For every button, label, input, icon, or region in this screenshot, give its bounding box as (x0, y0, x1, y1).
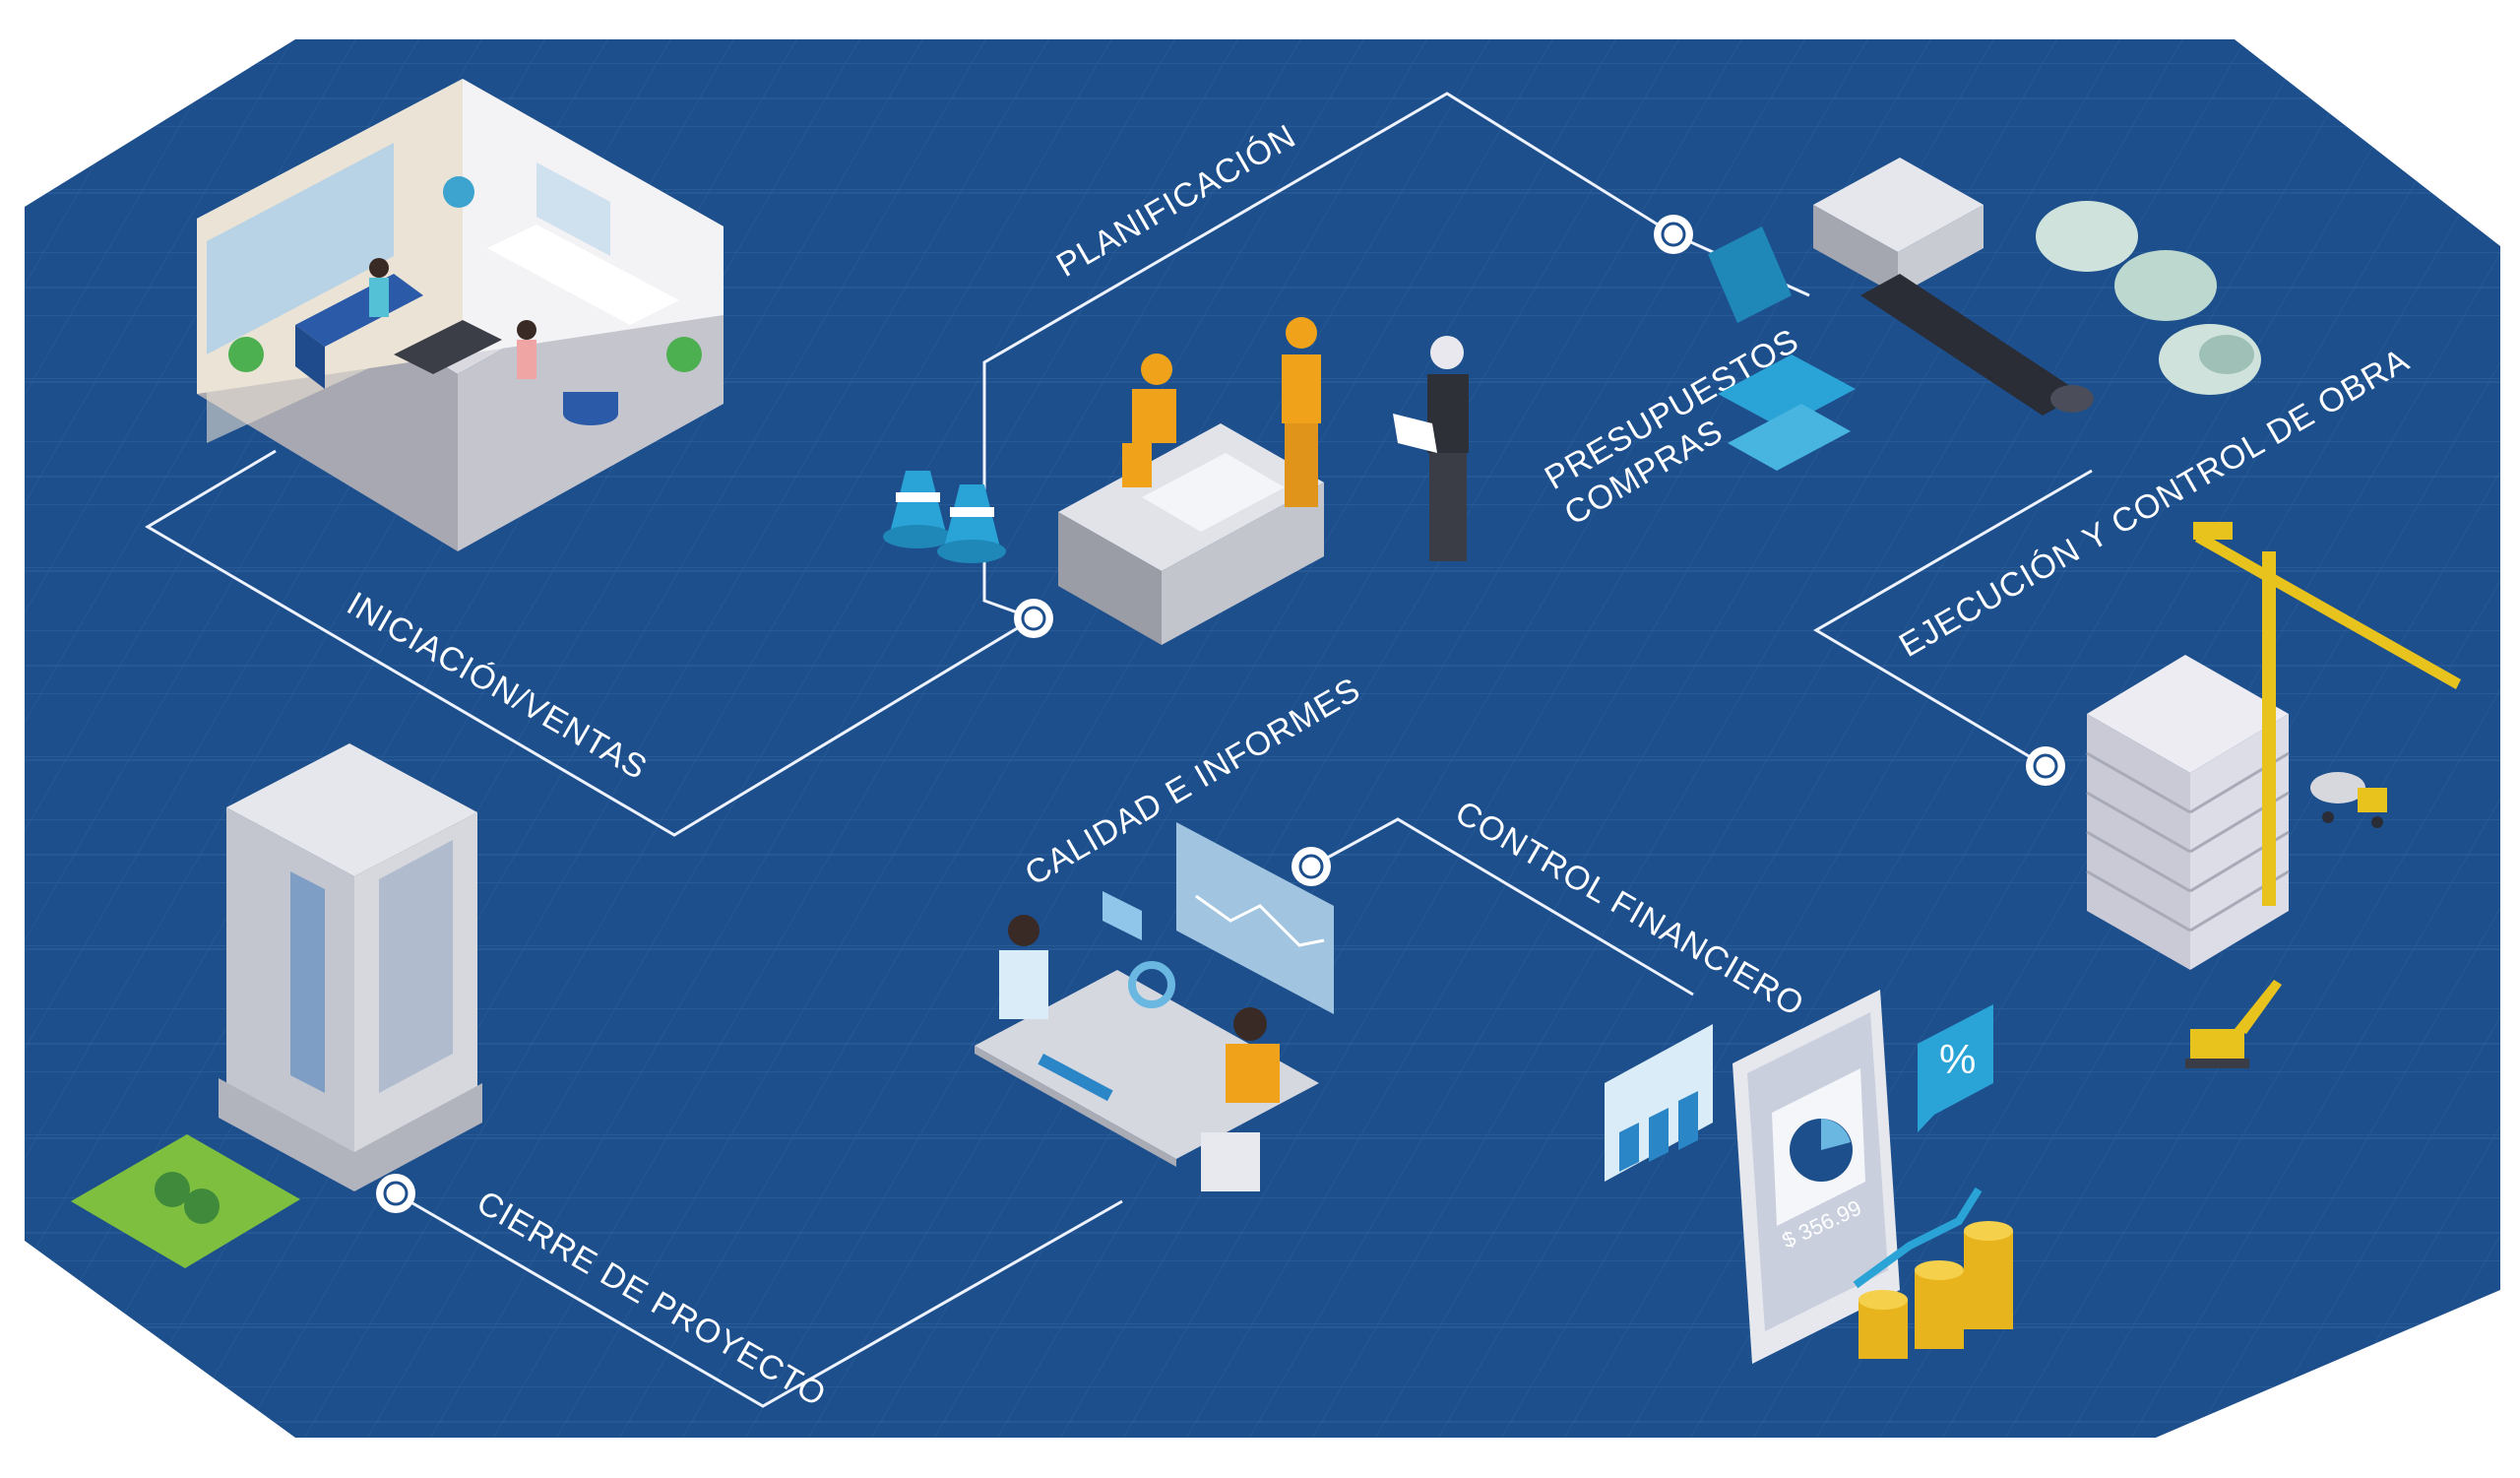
planning-workers-scene-icon (1058, 317, 1469, 645)
construction-materials-icon (1708, 158, 2261, 471)
analytics-dashboard-icon (1102, 822, 1334, 1014)
node-presupuestos (1654, 215, 1693, 254)
flow-lines (145, 92, 2093, 1408)
node-ejecucion (2026, 746, 2065, 786)
bar-chart-board-icon (1605, 1024, 1713, 1182)
percent-badge-text: % (1939, 1036, 1976, 1082)
tower-crane-building-icon (2086, 522, 2461, 970)
smartphone-finance-icon: $ 356.99 (1732, 990, 1900, 1364)
percent-badge-icon: % (1918, 1004, 1993, 1132)
node-cierre (376, 1174, 415, 1213)
traffic-cone-icon (883, 471, 1006, 563)
excavator-icon (2185, 980, 2282, 1068)
node-calidad (1292, 847, 1331, 886)
cement-truck-icon (2310, 772, 2387, 828)
office-lobby-scene-icon (197, 79, 724, 551)
meeting-table-scene-icon (975, 915, 1319, 1191)
finished-building-icon (71, 743, 482, 1268)
node-planificacion (1014, 599, 1053, 638)
coin-stack-icon (1853, 1187, 2013, 1359)
